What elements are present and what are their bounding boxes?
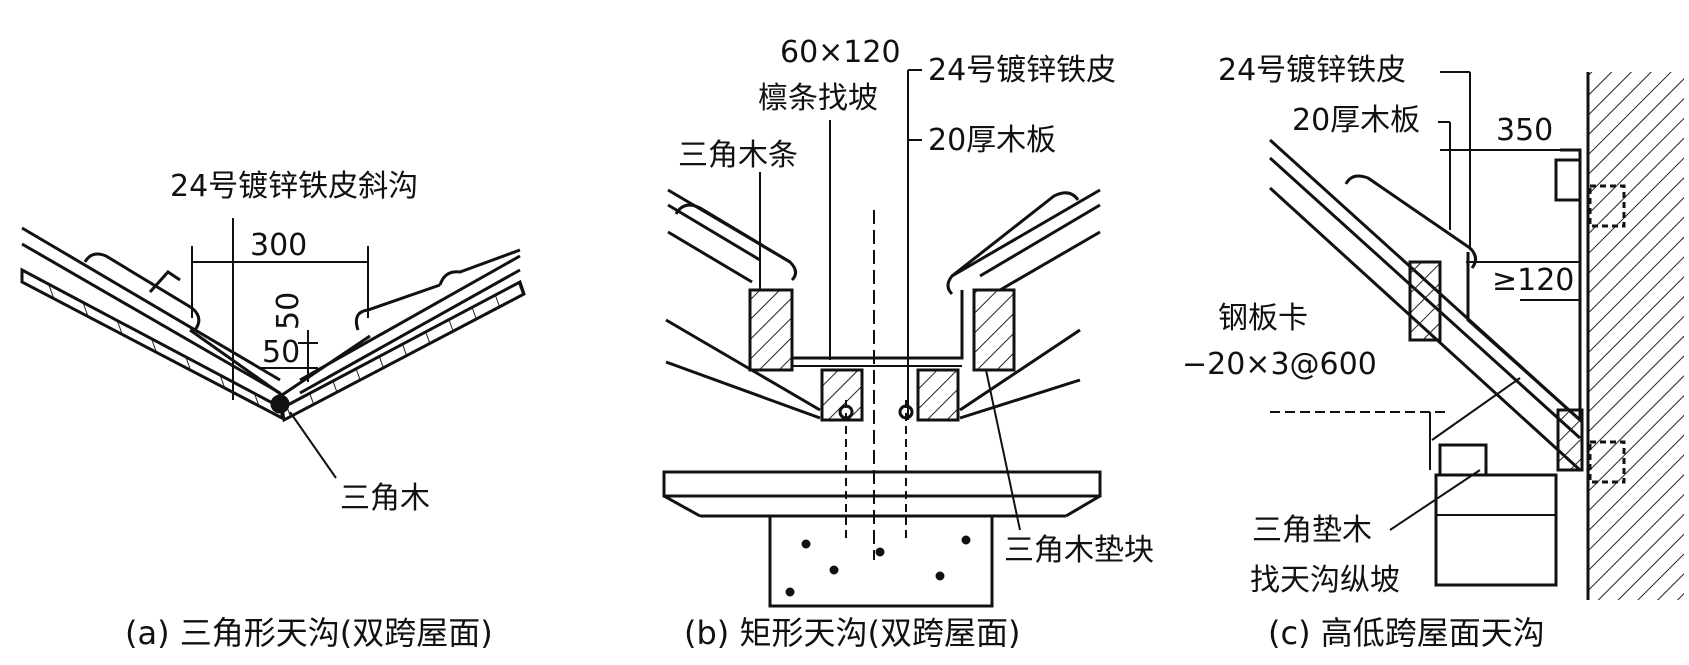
panel-c-caption: (c) 高低跨屋面天沟 [1268, 614, 1545, 652]
panel-a-wood-label: 三角木 [340, 481, 430, 516]
panel-a-gutter-label: 24号镀锌铁皮斜沟 [170, 169, 418, 204]
panel-a-dim-50-vertical: 50 [271, 292, 306, 330]
panel-c-clip-label: 钢板卡 [1218, 301, 1308, 336]
panel-b-purlin-label: 檩条找坡 [758, 81, 878, 116]
panel-a-right-slope [280, 248, 526, 423]
panel-b-strip-label: 三角木条 [678, 138, 798, 173]
panel-b-left-slope [667, 188, 797, 372]
panel-b-purlin-size-label: 60×120 [780, 35, 901, 70]
panel-a-caption: (a) 三角形天沟(双跨屋面) [125, 614, 493, 652]
panel-b-block-label: 三角木垫块 [1004, 533, 1154, 568]
panel-c-slope-label: 找天沟纵坡 [1250, 563, 1400, 598]
panel-a-dim-300: 300 [250, 228, 307, 263]
panel-b-sheet-label: 24号镀锌铁皮 [928, 53, 1116, 88]
panel-b-concrete-column [768, 514, 994, 608]
panel-b-board-label: 20厚木板 [928, 123, 1056, 158]
panel-c-sheet-label: 24号镀锌铁皮 [1218, 53, 1406, 88]
panel-a-left-slope [20, 226, 284, 421]
panel-c-dim-350: 350 [1496, 113, 1553, 148]
panel-c-clip-spec-label: −20×3@600 [1182, 347, 1377, 382]
panel-c-wall [1588, 72, 1684, 600]
panel-b-gutter-sheet [790, 290, 964, 360]
panel-a-triangle-wood [270, 394, 290, 414]
panel-a-drawing [20, 218, 526, 479]
panel-c-pad-label: 三角垫木 [1252, 513, 1372, 548]
panel-b-right-slope [946, 188, 1101, 372]
panel-c-dim-120: ≥120 [1492, 263, 1574, 298]
panel-c-board-label: 20厚木板 [1292, 103, 1420, 138]
panel-b-drawing [662, 69, 1102, 608]
panel-b-caption: (b) 矩形天沟(双跨屋面) [684, 614, 1020, 652]
panel-a-dim-50-horizontal: 50 [262, 335, 300, 370]
panel-c-drawing [1268, 71, 1684, 600]
